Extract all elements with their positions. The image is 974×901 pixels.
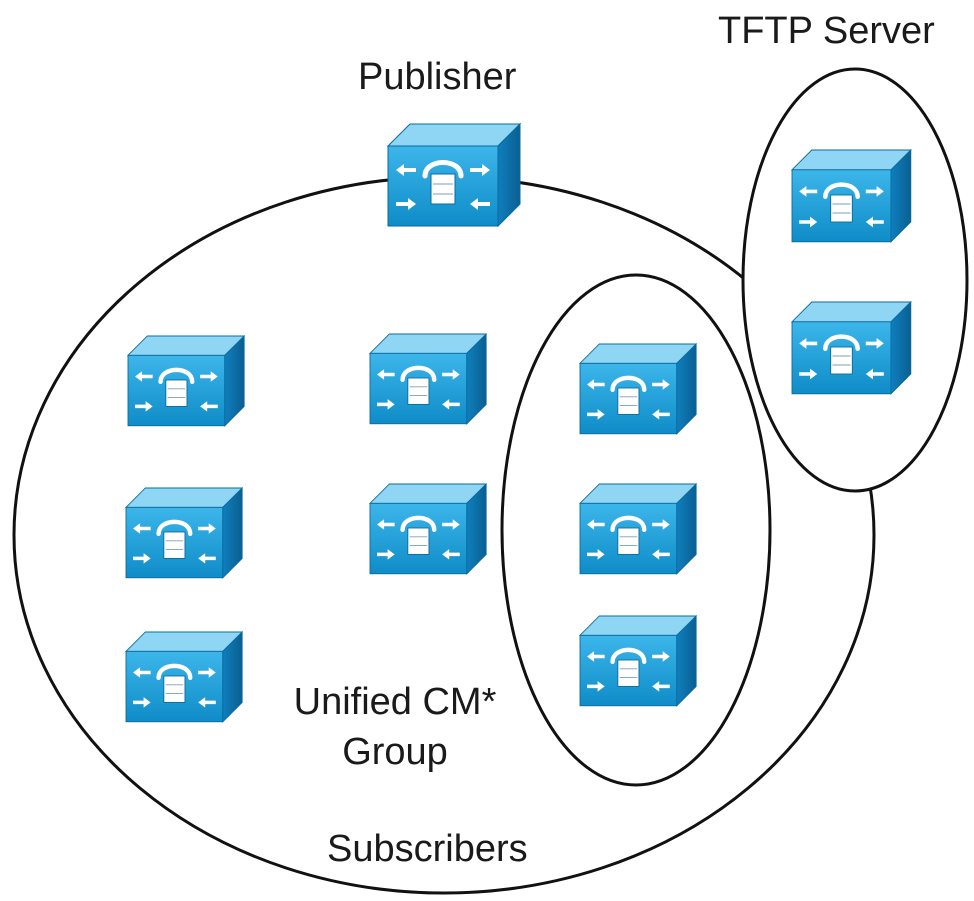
subscriber-server-icon <box>370 484 486 574</box>
subscriber-server-icon <box>128 336 244 426</box>
tftp-server-icon <box>792 150 911 242</box>
tftp-server-icon <box>792 302 911 394</box>
group-subscriber-server-icon <box>580 344 696 434</box>
unified-cm-group-boundary <box>500 273 772 787</box>
publisher-server-icon <box>388 124 520 226</box>
tftp-server-label: TFTP Server <box>718 10 935 52</box>
subscriber-server-icon <box>126 632 242 722</box>
unified-cm-group-label: Unified CM* Group <box>270 683 520 771</box>
group-subscriber-server-icon <box>580 484 696 574</box>
unified-cm-group-label-line1: Unified CM* <box>293 681 497 723</box>
subscriber-server-icon <box>370 334 486 424</box>
group-subscriber-server-icon <box>580 616 696 706</box>
subscribers-label: Subscribers <box>327 828 528 870</box>
tftp-server-boundary <box>741 67 969 493</box>
subscriber-server-icon <box>126 488 242 578</box>
unified-cm-group-label-line2: Group <box>342 731 448 773</box>
publisher-label: Publisher <box>358 56 517 98</box>
